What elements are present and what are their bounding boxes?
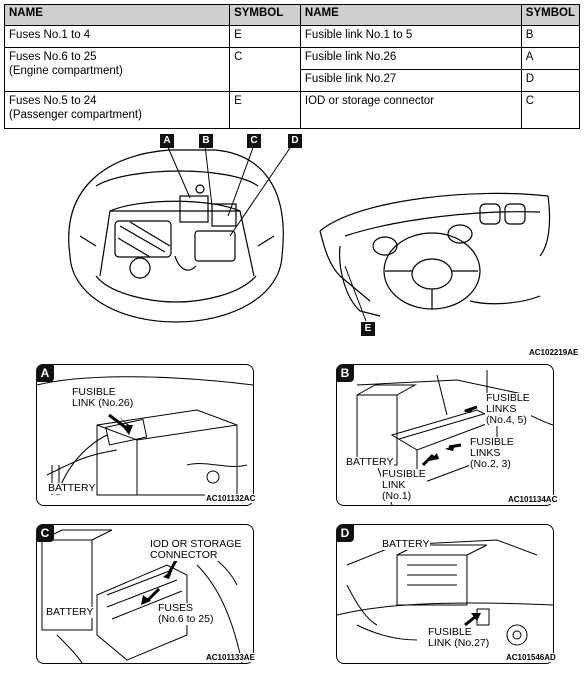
- table-header-row: NAME SYMBOL NAME SYMBOL: [3, 4, 581, 26]
- panel-code: AC101546AD: [505, 653, 557, 662]
- label-fusible-links-2-3: FUSIBLE LINKS (No.2, 3): [469, 436, 515, 470]
- label-battery: BATTERY: [381, 538, 431, 550]
- header-symbol-left: SYMBOL: [229, 4, 301, 26]
- cell-symbol: B: [520, 25, 581, 48]
- cell-name: Fuses No.1 to 4: [3, 25, 231, 48]
- cell-name: Fusible link No.26: [299, 47, 522, 70]
- label-fusible-link-26: FUSIBLE LINK (No.26): [71, 386, 135, 409]
- label-fusible-link-27: FUSIBLE LINK (No.27): [427, 626, 491, 649]
- location-badge-d: D: [288, 134, 302, 148]
- header-name-right: NAME: [299, 4, 522, 26]
- panel-b-illustration: [356, 370, 554, 506]
- panel-badge-a: A: [36, 364, 54, 382]
- figure-code: AC102219AE: [528, 348, 580, 357]
- label-battery: BATTERY: [47, 482, 97, 494]
- table-row: Fusible link No.27 D: [5, 69, 581, 92]
- cell-symbol: C: [229, 47, 301, 92]
- table-row: Fuses No.1 to 4 E Fusible link No.1 to 5…: [3, 25, 581, 48]
- cell-symbol: C: [520, 91, 581, 129]
- label-battery: BATTERY: [345, 456, 395, 468]
- table-row: Fuses No.6 to 25 (Engine compartment) C …: [3, 47, 581, 92]
- panel-badge-c: C: [36, 524, 54, 542]
- label-fusible-link-1: FUSIBLE LINK (No.1): [381, 468, 427, 502]
- panel-badge-b: B: [336, 364, 354, 382]
- location-badge-c: C: [247, 134, 261, 148]
- label-fusible-links-4-5: FUSIBLE LINKS (No.4, 5): [485, 392, 531, 426]
- cell-name: Fuses No.6 to 25 (Engine compartment): [3, 47, 231, 92]
- fuse-location-table: NAME SYMBOL NAME SYMBOL Fuses No.1 to 4 …: [3, 4, 581, 129]
- panel-badge-d: D: [336, 524, 354, 542]
- cell-name: Fuses No.5 to 24 (Passenger compartment): [3, 91, 231, 129]
- cell-symbol: A: [520, 47, 581, 70]
- panel-code: AC101132AC: [205, 494, 257, 503]
- overview-figure: A B C D E AC102219AE: [0, 126, 584, 358]
- cell-name: IOD or storage connector: [299, 91, 522, 129]
- car-engine-illustration: [68, 144, 551, 323]
- panel-code: AC101134AC: [507, 495, 559, 504]
- label-iod-storage-connector: IOD OR STORAGE CONNECTOR: [149, 538, 243, 561]
- panel-a-illustration: [36, 376, 254, 496]
- cell-symbol: D: [520, 69, 581, 92]
- location-badge-b: B: [199, 134, 213, 148]
- detail-panel-a: A FUSIBLE LINK (No.26) BATTERY AC101132A…: [36, 364, 257, 506]
- label-battery: BATTERY: [45, 606, 95, 618]
- cell-symbol: E: [229, 91, 301, 129]
- detail-panel-c: C IOD OR STORAGE CONNECTOR BATTERY FUSES…: [36, 524, 256, 664]
- location-badge-e: E: [361, 322, 375, 336]
- header-name-left: NAME: [3, 4, 231, 26]
- location-badge-a: A: [160, 134, 174, 148]
- header-symbol-right: SYMBOL: [520, 4, 581, 26]
- cell-name: Fusible link No.27: [299, 69, 522, 92]
- panel-d-illustration: [336, 539, 554, 646]
- detail-panel-b: B FUSIBLE LINKS (No.4, 5) FUSIBLE LINKS …: [336, 364, 559, 506]
- label-fuses-6-25: FUSES (No.6 to 25): [157, 602, 215, 625]
- cell-symbol: E: [229, 25, 301, 48]
- detail-panel-d: D BATTERY FUSIBLE LINK (No.27) AC101546A…: [336, 524, 557, 664]
- table-row: Fuses No.5 to 24 (Passenger compartment)…: [3, 91, 581, 129]
- cell-name: Fusible link No.1 to 5: [299, 25, 522, 48]
- panel-code: AC101133AE: [205, 653, 256, 662]
